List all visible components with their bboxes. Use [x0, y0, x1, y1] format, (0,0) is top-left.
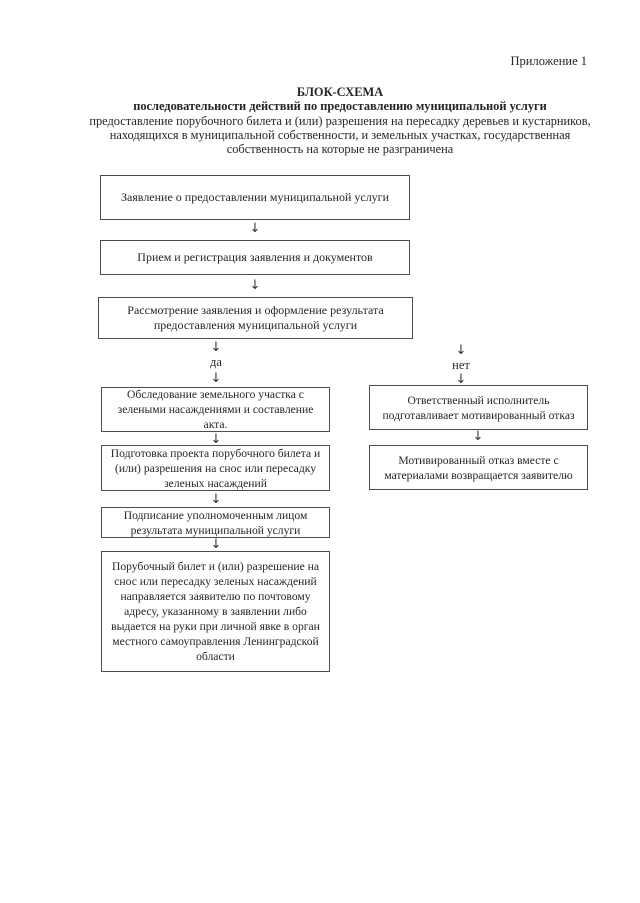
down-arrow: ↓: [210, 371, 222, 386]
flow-box-delivery: Порубочный билет и (или) разрешение на с…: [101, 551, 330, 672]
down-arrow: ↓: [455, 343, 467, 358]
down-arrow: ↓: [210, 537, 222, 552]
down-arrow: ↓: [472, 429, 484, 444]
flow-box-refusal-return: Мотивированный отказ вместе с материалам…: [369, 445, 588, 490]
page-subtitle: последовательности действий по предостав…: [133, 99, 547, 114]
flow-box-registration: Прием и регистрация заявления и документ…: [100, 240, 410, 275]
flow-box-inspection: Обследование земельного участка с зелены…: [101, 387, 330, 432]
branch-label-yes: да: [210, 355, 222, 369]
flow-box-refusal-preparation: Ответственный исполнитель подготавливает…: [369, 385, 588, 430]
down-arrow: ↓: [210, 340, 222, 355]
title-line: предоставление порубочного билета и (или…: [89, 113, 591, 128]
flow-box-permit-draft: Подготовка проекта порубочного билета и …: [101, 445, 330, 491]
branch-label-no: нет: [452, 358, 470, 372]
appendix-label: Приложение 1: [510, 54, 587, 68]
title-line: собственность на которые не разграничена: [226, 142, 454, 157]
down-arrow: ↓: [210, 432, 222, 447]
flow-box-application: Заявление о предоставлении муниципальной…: [100, 175, 410, 220]
title-line: находящихся в муниципальной собственност…: [109, 127, 571, 142]
page-title: БЛОК-СХЕМА: [296, 85, 384, 99]
down-arrow: ↓: [249, 221, 261, 236]
title-block: БЛОК-СХЕМА последовательности действий п…: [38, 85, 640, 156]
flow-box-signing: Подписание уполномоченным лицом результа…: [101, 507, 330, 538]
down-arrow: ↓: [210, 492, 222, 507]
flow-box-review: Рассмотрение заявления и оформление резу…: [98, 297, 413, 339]
down-arrow: ↓: [455, 372, 467, 387]
down-arrow: ↓: [249, 278, 261, 293]
